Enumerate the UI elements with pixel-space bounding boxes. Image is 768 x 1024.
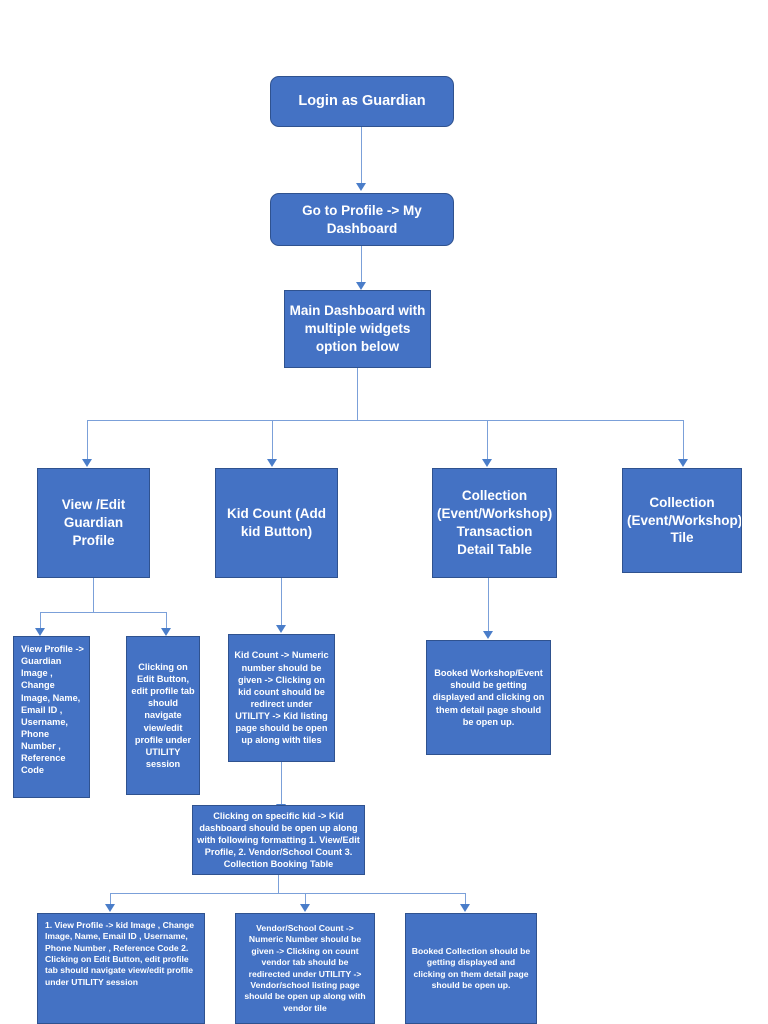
connector-bus-to-kid-profile-detail xyxy=(110,893,111,905)
node-booked-workshop-detail-label: Booked Workshop/Event should be getting … xyxy=(432,668,545,727)
connector-bus-to-kid-count xyxy=(272,420,273,460)
node-edit-button-detail[interactable]: Clicking on Edit Button, edit profile ta… xyxy=(126,636,200,795)
node-view-profile-detail-label: View Profile -> Guardian Image , Change … xyxy=(21,644,84,776)
arrowhead-kid-count-to-detail xyxy=(276,625,286,633)
node-kid-profile-detail-label: 1. View Profile -> kid Image , Change Im… xyxy=(45,920,195,987)
node-collection-tile-label: Collection (Event/Workshop) Tile xyxy=(627,494,742,546)
arrowhead-bus-to-collection-table xyxy=(482,459,492,467)
connector-bus-to-view-profile-detail xyxy=(40,612,41,629)
node-booked-collection-detail[interactable]: Booked Collection should be getting disp… xyxy=(405,913,537,1024)
node-login-as-guardian[interactable]: Login as Guardian xyxy=(270,76,454,127)
connector-dashboard-stem xyxy=(357,368,358,420)
node-view-edit-guardian-profile[interactable]: View /Edit Guardian Profile xyxy=(37,468,150,578)
connector-kid-dashboard-bus xyxy=(110,893,465,894)
arrowhead-profile-to-dashboard xyxy=(356,282,366,290)
node-view-edit-guardian-profile-label: View /Edit Guardian Profile xyxy=(61,497,126,548)
node-booked-collection-detail-label: Booked Collection should be getting disp… xyxy=(411,945,531,990)
node-kid-count[interactable]: Kid Count (Add kid Button) xyxy=(215,468,338,578)
node-login-as-guardian-label: Login as Guardian xyxy=(298,92,426,109)
node-vendor-school-count-detail[interactable]: Vendor/School Count -> Numeric Number sh… xyxy=(235,913,375,1024)
node-kid-profile-detail[interactable]: 1. View Profile -> kid Image , Change Im… xyxy=(37,913,205,1024)
node-collection-transaction-table-label: Collection (Event/Workshop) Transaction … xyxy=(437,488,553,557)
connector-bus-to-guardian-profile xyxy=(87,420,88,460)
connector-kid-count-to-detail xyxy=(281,578,282,626)
arrowhead-to-vendor-school-detail xyxy=(300,904,310,912)
node-collection-tile[interactable]: Collection (Event/Workshop) Tile xyxy=(622,468,742,573)
node-vendor-school-count-detail-label: Vendor/School Count -> Numeric Number sh… xyxy=(244,923,366,1013)
arrowhead-collection-table-to-detail xyxy=(483,631,493,639)
node-main-dashboard-label: Main Dashboard with multiple widgets opt… xyxy=(289,303,426,354)
node-go-to-profile[interactable]: Go to Profile -> My Dashboard xyxy=(270,193,454,246)
node-kid-count-label: Kid Count (Add kid Button) xyxy=(227,506,326,539)
node-booked-workshop-detail[interactable]: Booked Workshop/Event should be getting … xyxy=(426,640,551,755)
connector-bus-to-edit-button-detail xyxy=(166,612,167,629)
arrowhead-login-to-profile xyxy=(356,183,366,191)
arrowhead-to-edit-button-detail xyxy=(161,628,171,636)
connector-bus-to-collection-tile xyxy=(683,420,684,460)
node-view-profile-detail[interactable]: View Profile -> Guardian Image , Change … xyxy=(13,636,90,798)
arrowhead-bus-to-collection-tile xyxy=(678,459,688,467)
node-edit-button-detail-label: Clicking on Edit Button, edit profile ta… xyxy=(131,661,195,769)
arrowhead-to-kid-profile-detail xyxy=(105,904,115,912)
connector-profile-to-dashboard xyxy=(361,246,362,283)
connector-kid-detail-to-kid-dashboard xyxy=(281,762,282,806)
connector-dashboard-bus xyxy=(87,420,683,421)
node-kid-dashboard-detail-label: Clicking on specific kid -> Kid dashboar… xyxy=(197,810,360,870)
connector-bus-to-booked-collection-detail xyxy=(465,893,466,905)
node-main-dashboard[interactable]: Main Dashboard with multiple widgets opt… xyxy=(284,290,431,368)
connector-collection-table-to-detail xyxy=(488,578,489,632)
connector-guardian-profile-bus xyxy=(40,612,166,613)
node-kid-count-detail-label: Kid Count -> Numeric number should be gi… xyxy=(234,650,329,746)
connector-kid-dashboard-stem xyxy=(278,875,279,893)
arrowhead-to-booked-collection-detail xyxy=(460,904,470,912)
arrowhead-to-view-profile-detail xyxy=(35,628,45,636)
node-go-to-profile-label: Go to Profile -> My Dashboard xyxy=(302,202,422,236)
arrowhead-bus-to-kid-count xyxy=(267,459,277,467)
arrowhead-bus-to-guardian-profile xyxy=(82,459,92,467)
connector-guardian-profile-stem xyxy=(93,578,94,612)
connector-bus-to-collection-table xyxy=(487,420,488,460)
node-collection-transaction-table[interactable]: Collection (Event/Workshop) Transaction … xyxy=(432,468,557,578)
node-kid-dashboard-detail[interactable]: Clicking on specific kid -> Kid dashboar… xyxy=(192,805,365,875)
connector-bus-to-vendor-school-detail xyxy=(305,893,306,905)
connector-login-to-profile xyxy=(361,127,362,184)
node-kid-count-detail[interactable]: Kid Count -> Numeric number should be gi… xyxy=(228,634,335,762)
